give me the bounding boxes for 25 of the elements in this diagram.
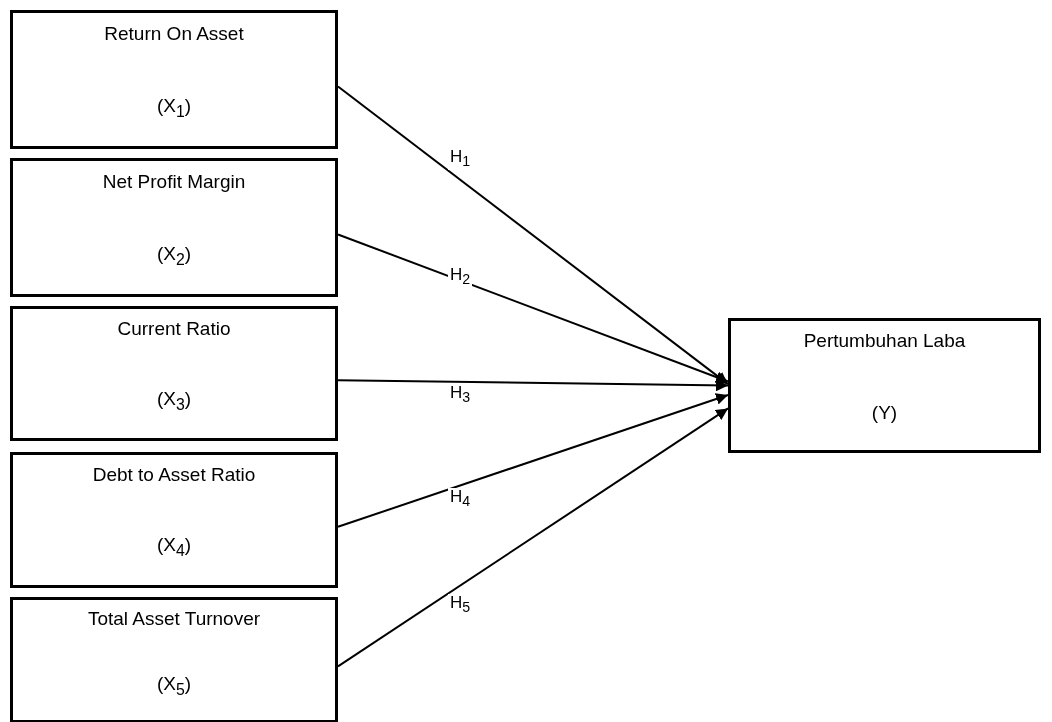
variable-box — [10, 452, 338, 588]
arrow — [337, 379, 729, 392]
variable-box — [10, 306, 338, 441]
arrow — [337, 85, 729, 386]
arrow — [337, 407, 729, 668]
variable-box — [10, 597, 338, 722]
variable-name: Net Profit Margin — [102, 170, 246, 193]
variable-box — [728, 318, 1041, 453]
variable-symbol: (Y) — [871, 401, 898, 424]
edge-label: H$_{1}$ — [448, 148, 473, 170]
edge-label: H$_{2}$ — [448, 266, 473, 288]
variable-name: Current Ratio — [117, 318, 231, 341]
variable-symbol: (X$_{1}$) — [156, 94, 192, 121]
variable-name: Pertumbuhan Laba — [803, 330, 966, 353]
variable-symbol: (X$_{4}$) — [156, 534, 192, 561]
variable-box — [10, 10, 338, 149]
variable-name: Return On Asset — [104, 22, 244, 45]
variable-symbol: (X$_{5}$) — [156, 672, 192, 699]
arrow — [337, 233, 729, 383]
variable-symbol: (X$_{3}$) — [156, 387, 192, 414]
arrow — [337, 393, 729, 528]
variable-name: Debt to Asset Ratio — [92, 464, 256, 487]
variable-name: Total Asset Turnover — [87, 607, 261, 630]
variable-symbol: (X$_{2}$) — [156, 242, 192, 269]
variable-box — [10, 158, 338, 297]
